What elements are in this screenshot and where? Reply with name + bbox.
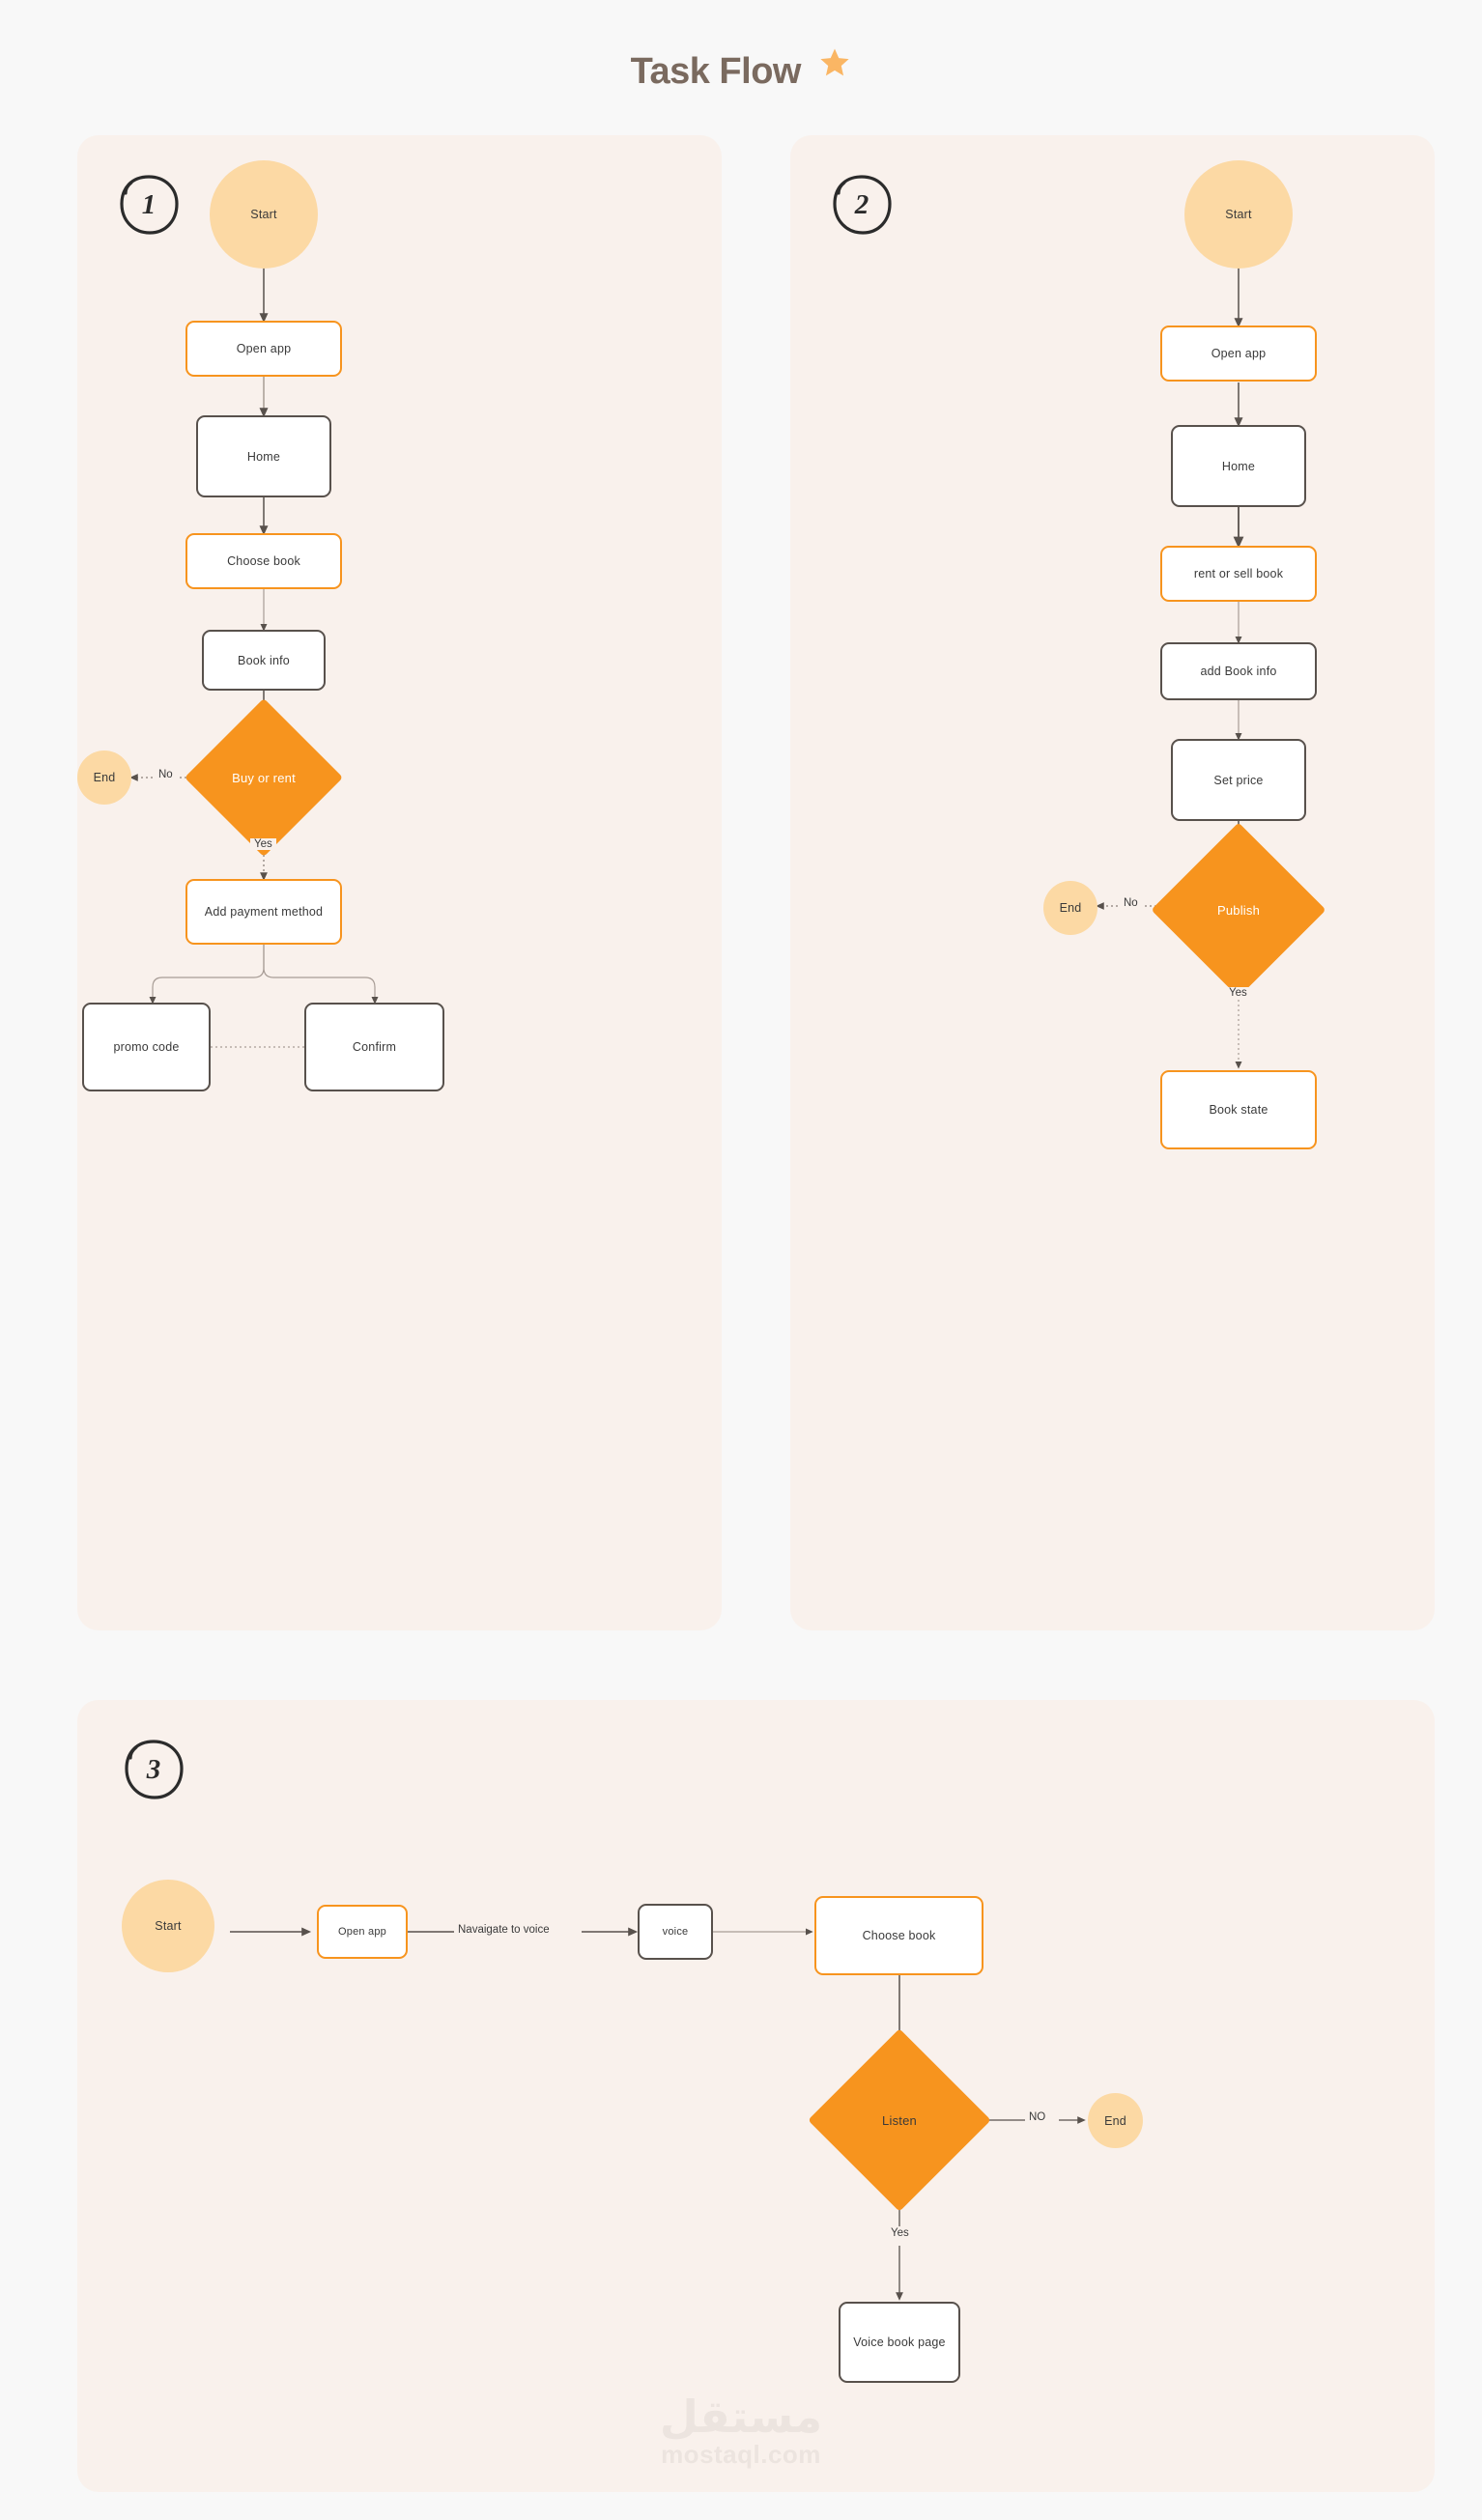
- node-f1-home[interactable]: Home: [196, 415, 331, 497]
- node-f1-confirm[interactable]: Confirm: [304, 1003, 444, 1091]
- node-f2-end[interactable]: End: [1043, 881, 1097, 935]
- watermark: مستقل mostaql.com: [0, 2393, 1482, 2470]
- node-label: Listen: [882, 2112, 917, 2128]
- flow-panel-2: 2 Start Open app Home: [790, 135, 1435, 1630]
- edge-label-f1-yes: Yes: [250, 838, 276, 850]
- node-label: Open app: [338, 1926, 386, 1938]
- node-label: End: [93, 771, 116, 784]
- node-f1-promo-code[interactable]: promo code: [82, 1003, 211, 1091]
- node-f1-add-payment-method[interactable]: Add payment method: [185, 879, 342, 945]
- flow-1-connectors: [129, 251, 379, 1051]
- step-badge-2-number: 2: [854, 188, 869, 220]
- page-title-text: Task Flow: [630, 51, 802, 92]
- step-badge-3-number: 3: [146, 1753, 161, 1785]
- node-label: Open app: [1211, 347, 1267, 360]
- node-label: Start: [155, 1919, 182, 1933]
- node-label: Choose book: [227, 554, 300, 568]
- node-label: Choose book: [862, 1929, 936, 1942]
- node-label: Book state: [1209, 1103, 1268, 1117]
- node-label: Home: [1221, 459, 1256, 473]
- node-f1-start[interactable]: Start: [210, 160, 318, 269]
- step-badge-1-number: 1: [141, 188, 157, 220]
- node-label: voice: [662, 1926, 689, 1938]
- node-f3-voice[interactable]: voice: [638, 1904, 713, 1960]
- step-badge-3: 3: [121, 1737, 186, 1802]
- flow-panel-3: 3 Start: [77, 1700, 1435, 2492]
- node-label: End: [1059, 901, 1082, 915]
- node-f2-rent-or-sell-book[interactable]: rent or sell book: [1160, 546, 1317, 602]
- node-f3-open-app[interactable]: Open app: [317, 1905, 408, 1959]
- node-f1-open-app[interactable]: Open app: [185, 321, 342, 377]
- node-f3-choose-book[interactable]: Choose book: [814, 1896, 983, 1975]
- node-f3-end[interactable]: End: [1088, 2093, 1143, 2148]
- node-label: Add payment method: [204, 905, 324, 919]
- node-label: rent or sell book: [1193, 567, 1284, 580]
- step-badge-2: 2: [829, 172, 895, 238]
- node-f1-choose-book[interactable]: Choose book: [185, 533, 342, 589]
- node-f1-buy-or-rent-decision[interactable]: Buy or rent: [184, 697, 344, 858]
- node-label: Publish: [1216, 902, 1261, 918]
- node-label: promo code: [113, 1040, 180, 1054]
- node-label: Open app: [236, 342, 292, 355]
- node-label: Start: [1225, 208, 1252, 221]
- node-f1-book-info[interactable]: Book info: [202, 630, 326, 691]
- node-f2-start[interactable]: Start: [1184, 160, 1293, 269]
- node-f2-set-price[interactable]: Set price: [1171, 739, 1306, 821]
- edge-label-f3-yes: Yes: [887, 2227, 913, 2239]
- node-label: End: [1104, 2113, 1126, 2128]
- node-label: Start: [250, 208, 277, 221]
- flow-3-connectors: [230, 1927, 1086, 2301]
- node-label: Home: [246, 449, 281, 464]
- node-label: Confirm: [352, 1040, 397, 1054]
- node-label: add Book info: [1200, 665, 1277, 678]
- edge-label-f1-no: No: [155, 769, 177, 780]
- node-label: Buy or rent: [232, 770, 296, 785]
- star-icon: [818, 46, 851, 84]
- node-f2-open-app[interactable]: Open app: [1160, 326, 1317, 382]
- node-label: Voice book page: [853, 2336, 946, 2349]
- page-title: Task Flow: [0, 46, 1482, 98]
- watermark-latin: mostaql.com: [661, 2440, 821, 2469]
- flow-2-connectors: [1096, 251, 1244, 1069]
- edge-label-f2-yes: Yes: [1225, 987, 1251, 999]
- edge-label-f3-navigate: Navaigate to voice: [454, 1924, 554, 1936]
- flow-panel-1: 1: [77, 135, 722, 1630]
- node-f3-listen-decision[interactable]: Listen: [808, 2028, 991, 2212]
- node-f2-home[interactable]: Home: [1171, 425, 1306, 507]
- node-f1-end[interactable]: End: [77, 750, 131, 805]
- edge-label-f2-no: No: [1120, 897, 1142, 909]
- watermark-arabic: مستقل: [659, 2390, 823, 2443]
- node-label: Set price: [1213, 773, 1264, 787]
- node-f3-start[interactable]: Start: [122, 1880, 214, 1972]
- node-f2-publish-decision[interactable]: Publish: [1151, 822, 1326, 998]
- node-f3-voice-book-page[interactable]: Voice book page: [839, 2302, 960, 2383]
- node-label: Book info: [238, 653, 290, 667]
- node-f2-add-book-info[interactable]: add Book info: [1160, 642, 1317, 700]
- node-f2-book-state[interactable]: Book state: [1160, 1070, 1317, 1149]
- step-badge-1: 1: [116, 172, 182, 238]
- edge-label-f3-no: NO: [1025, 2111, 1050, 2123]
